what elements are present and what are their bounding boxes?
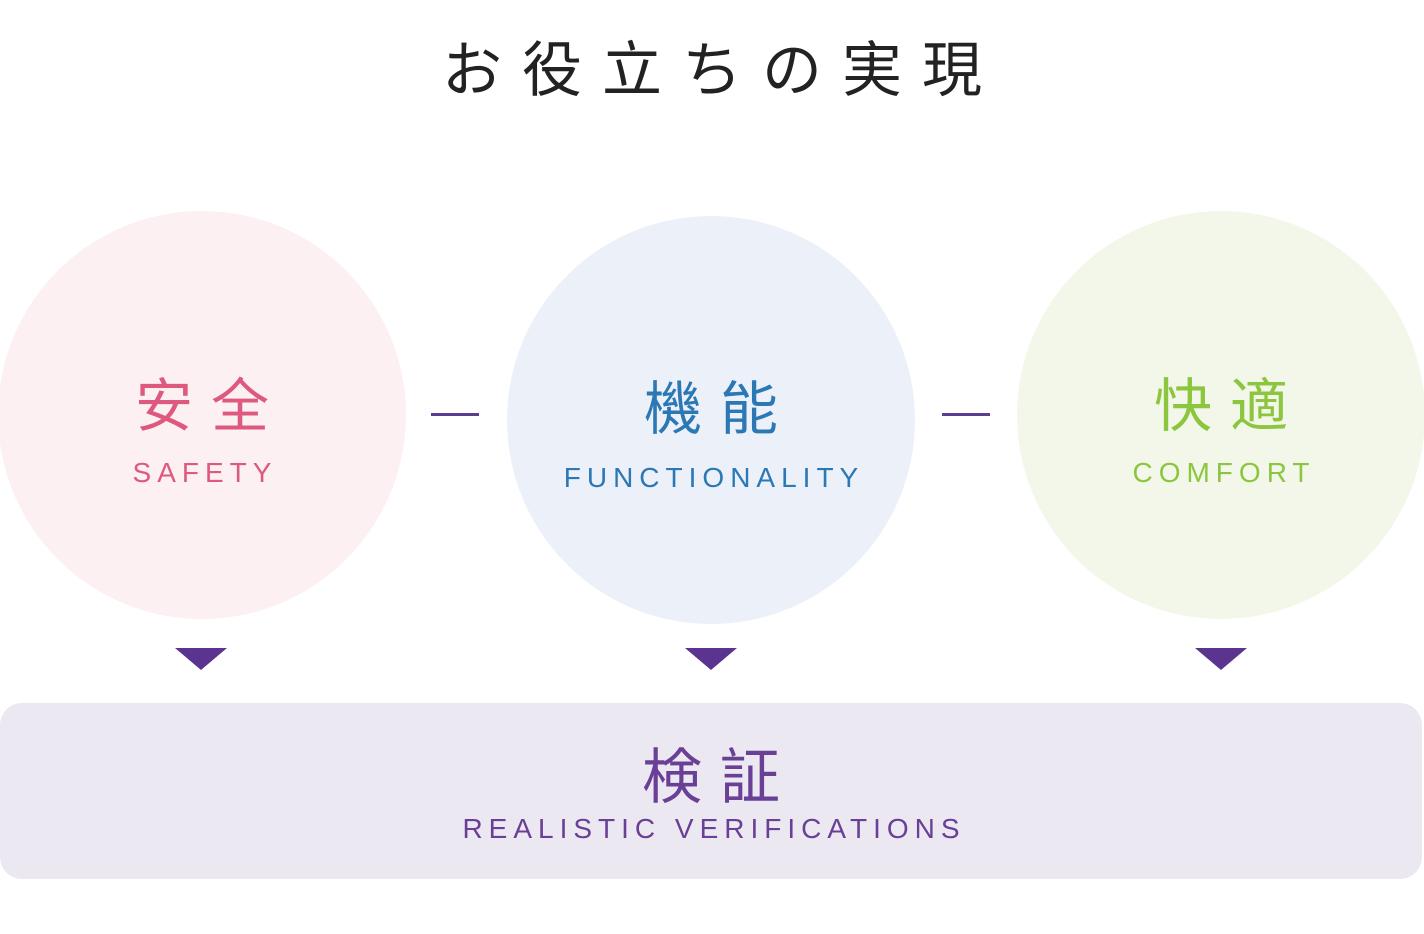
pillar-safety-jp-label: 安全 xyxy=(134,372,287,440)
down-arrow-icon xyxy=(175,648,227,670)
connector-line-2 xyxy=(942,413,990,416)
verification-jp-label: 検証 xyxy=(642,743,798,813)
diagram-title: お役立ちの実現 xyxy=(442,36,1002,106)
pillar-functionality-en-label: FUNCTIONALITY xyxy=(563,462,865,493)
pillar-functionality-circle: 機能 FUNCTIONALITY xyxy=(507,216,915,624)
down-arrow-icon xyxy=(1195,648,1247,670)
pillar-safety-en-label: SAFETY xyxy=(132,457,278,488)
pillar-safety-circle: 安全 SAFETY xyxy=(0,211,406,619)
connector-line-1 xyxy=(431,413,479,416)
verification-box: 検証 REALISTIC VERIFICATIONS xyxy=(0,703,1422,879)
pillar-comfort-en-label: COMFORT xyxy=(1132,457,1316,488)
pillar-comfort-jp-label: 快適 xyxy=(1153,372,1306,440)
down-arrow-icon xyxy=(685,648,737,670)
pillar-comfort-circle: 快適 COMFORT xyxy=(1017,211,1424,619)
verification-en-label: REALISTIC VERIFICATIONS xyxy=(462,813,966,844)
pillar-functionality-jp-label: 機能 xyxy=(643,375,796,443)
